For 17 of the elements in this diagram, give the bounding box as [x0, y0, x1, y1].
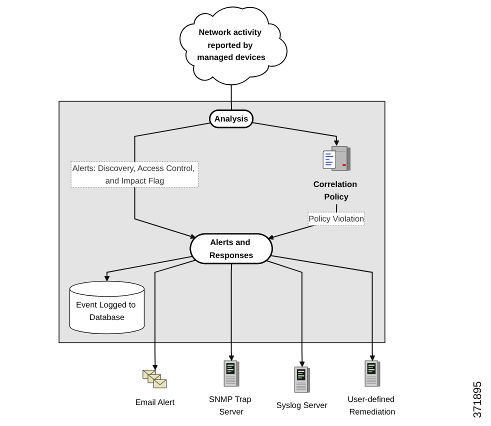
node-label: SNMP Trap Server [209, 394, 252, 416]
edge-label: Policy Violation [308, 214, 364, 224]
connector [230, 84, 232, 111]
figure-number: 371895 [472, 381, 484, 418]
arrow [270, 255, 376, 361]
arrow [252, 122, 340, 146]
node-label: Syslog Server [276, 400, 328, 410]
arrow [266, 260, 305, 367]
node-label: Correlation Policy [313, 179, 358, 202]
edge-label: Alerts: Discovery, Access Control, and Impact Flag [72, 163, 195, 186]
cluster [58, 100, 386, 344]
arrow [228, 264, 234, 361]
arrow [104, 256, 193, 282]
node-label: Email Alert [135, 397, 175, 407]
node-label: User-defined Remediation [348, 394, 396, 416]
arrow [152, 260, 196, 370]
arrow [134, 122, 211, 240]
